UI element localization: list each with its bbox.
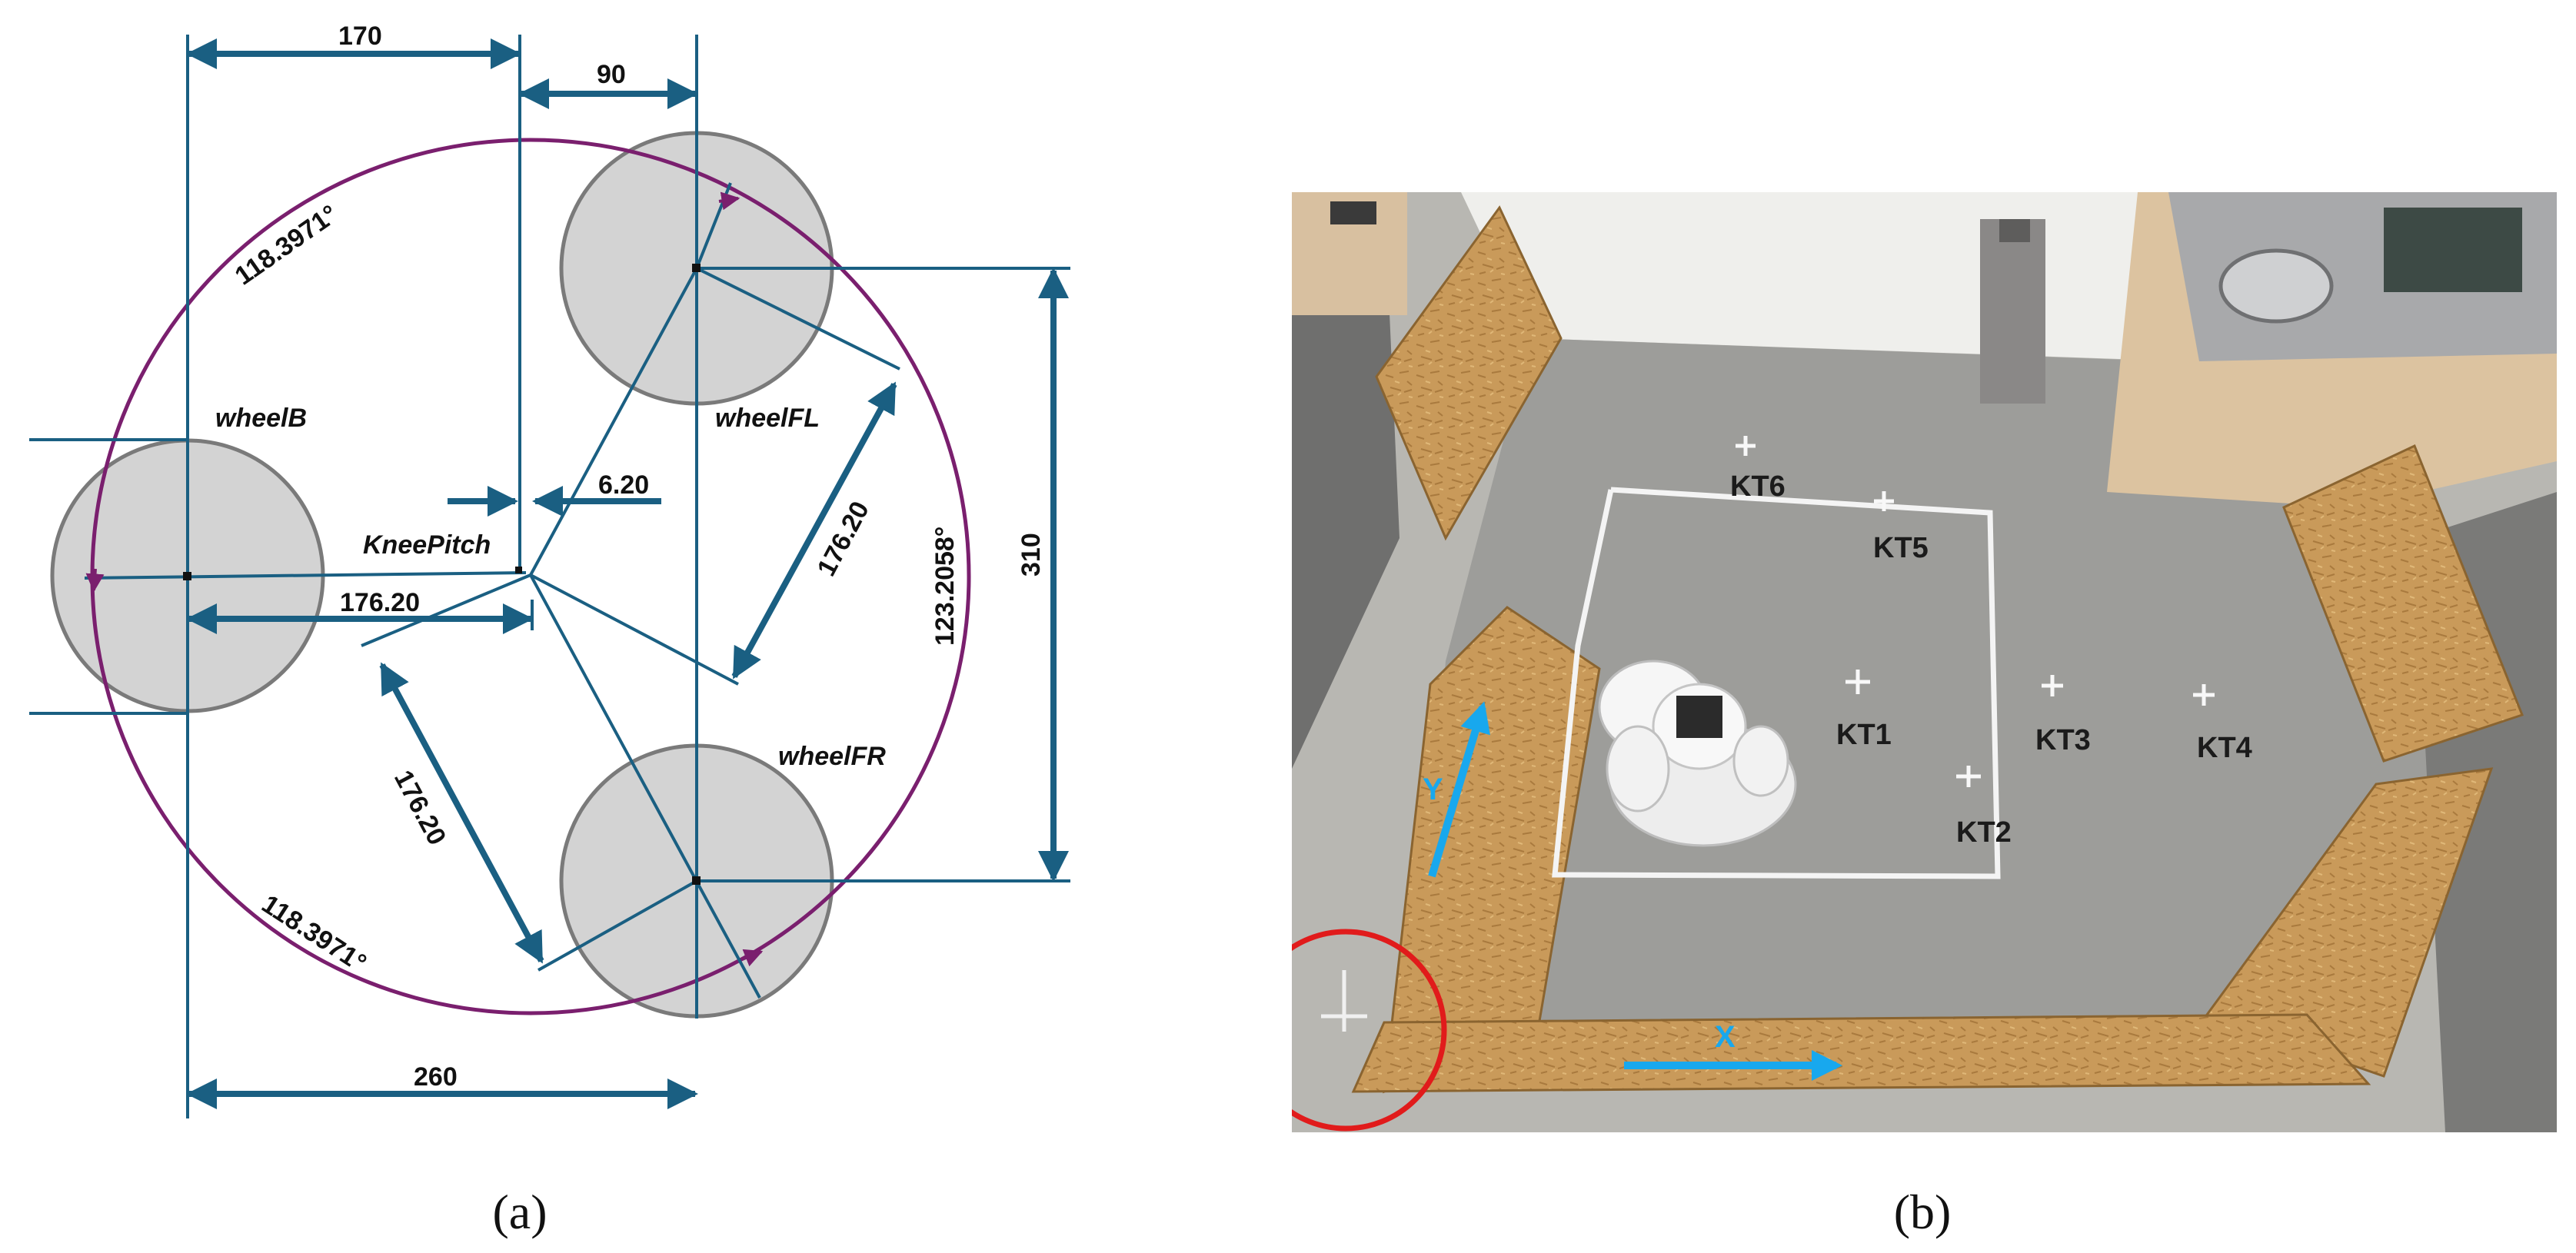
floor [1415, 338, 2453, 1034]
dim-310-label: 310 [1017, 533, 1046, 577]
kt5-label: KT5 [1873, 532, 1929, 564]
y-axis-label: Y [1423, 773, 1443, 806]
panel-a-caption: (a) [492, 1185, 547, 1239]
sink-basin [2218, 248, 2334, 324]
dim-6-20-label: 6.20 [598, 470, 649, 500]
origin-circle [1292, 929, 1447, 1132]
dimension-arrows [186, 38, 1069, 1109]
kt2-label: KT2 [1956, 816, 2012, 849]
angle-right-label: 123.2058° [930, 527, 960, 646]
angle-bottom-label: 118.3971° [257, 889, 371, 978]
wheel-b-label: wheelB [215, 404, 307, 433]
kt6-label: KT6 [1730, 470, 1786, 503]
panel-a-diagram: wheelB wheelFL wheelFR KneePitch 170 90 … [29, 22, 1070, 1118]
x-axis-label: X [1715, 1020, 1736, 1054]
kt4-label: KT4 [2197, 732, 2252, 764]
panel-b-photo: KT1 KT2 KT3 KT4 KT5 KT6 X Y [1292, 192, 2557, 1132]
dim-260-label: 260 [414, 1062, 458, 1092]
dim-90-label: 90 [597, 60, 626, 89]
dim-176-20-horizontal-label: 176.20 [340, 588, 420, 617]
knee-pitch-point [515, 567, 522, 573]
dim-170-label: 170 [338, 22, 382, 51]
dimension-lines [29, 35, 1070, 1118]
pepper-robot [1598, 660, 1797, 847]
plywood-bottom [1351, 1013, 2371, 1093]
plywood-left-back [1375, 205, 1563, 541]
floor-tape-rectangle [1552, 487, 2001, 879]
panel-b-caption: (b) [1894, 1185, 1952, 1239]
plywood-right-back [2282, 444, 2524, 763]
sink-items [2384, 208, 2522, 292]
wheel-fr-center [692, 876, 701, 885]
wheel-fl-label: wheelFL [715, 404, 820, 433]
back-wall [1461, 192, 2184, 361]
left-room-area [1292, 192, 1399, 769]
origin-cross [1321, 970, 1367, 1032]
arc-arrowheads [85, 191, 764, 967]
y-axis-arrow [1428, 701, 1490, 878]
metal-bin [1980, 219, 2045, 404]
kt-markers [1736, 436, 2215, 787]
left-desk-object [1330, 201, 1376, 224]
wheel-fr-label: wheelFR [778, 742, 886, 771]
metal-bin-top [1999, 219, 2030, 242]
kt3-label: KT3 [2035, 724, 2091, 756]
kt1-label: KT1 [1836, 719, 1892, 751]
knee-pitch-label: KneePitch [363, 530, 491, 560]
wheel-fl-center [692, 264, 701, 272]
dim-176-20-fl-label: 176.20 [812, 497, 875, 581]
wheel-b-center [183, 572, 191, 580]
